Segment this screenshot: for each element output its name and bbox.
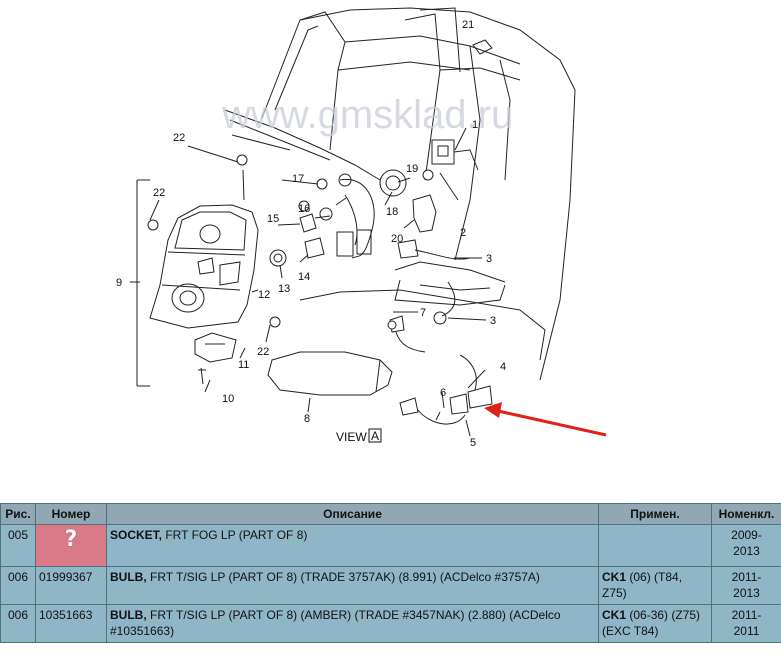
cell-description: BULB, FRT T/SIG LP (PART OF 8) (AMBER) (…: [106, 604, 599, 643]
cell-number-unknown[interactable]: ?: [35, 524, 107, 567]
callout: 22: [153, 187, 165, 199]
view-letter-box: [368, 428, 382, 443]
callout: 19: [406, 163, 418, 175]
part-detail: FRT FOG LP (PART OF 8): [162, 528, 308, 542]
callout: 3: [486, 253, 492, 265]
header-number[interactable]: Номер: [35, 503, 107, 525]
watermark: www.gmsklad.ru: [221, 93, 513, 137]
callout: 16: [298, 203, 310, 215]
callout: 4: [500, 361, 506, 373]
callout: 8: [304, 413, 310, 425]
callout: 11: [238, 359, 249, 371]
frame-line: [261, 11, 346, 151]
callout: 17: [292, 173, 304, 185]
callout: 1: [472, 119, 478, 131]
table-row[interactable]: 005 ? SOCKET, FRT FOG LP (PART OF 8) 200…: [0, 524, 781, 567]
callout: 9: [116, 277, 122, 289]
header-fig[interactable]: Рис.: [0, 503, 36, 525]
cell-fig: 006: [0, 604, 36, 643]
cell-fig: 006: [0, 566, 36, 605]
diagram-svg: www.gmsklad.ru 21 1 22 19 17 18 22 15 16…: [116, 7, 607, 449]
callout: 6: [440, 387, 446, 399]
header-nomenclature[interactable]: Номенкл.: [711, 503, 781, 525]
callout: 2: [460, 227, 466, 239]
callout: 14: [298, 271, 310, 283]
cell-application: CK1 (06) (T84, Z75): [598, 566, 712, 605]
callout: 10: [222, 393, 234, 405]
table-row[interactable]: 006 01999367 BULB, FRT T/SIG LP (PART OF…: [0, 566, 781, 605]
callout: 3: [490, 315, 496, 327]
callout: 18: [386, 206, 398, 218]
table-row[interactable]: 006 10351663 BULB, FRT T/SIG LP (PART OF…: [0, 604, 781, 643]
parts-diagram: www.gmsklad.ru 21 1 22 19 17 18 22 15 16…: [116, 7, 607, 449]
header-description[interactable]: Описание: [106, 503, 599, 525]
cell-description: SOCKET, FRT FOG LP (PART OF 8): [106, 524, 599, 567]
callout: 15: [267, 213, 279, 225]
part-name: BULB,: [110, 570, 147, 584]
red-arrow-icon: [484, 402, 607, 437]
question-mark-icon: ?: [64, 527, 78, 552]
cell-nomenclature: 2011- 2011: [711, 604, 781, 643]
view-label: VIEW: [336, 430, 367, 444]
part-name: BULB,: [110, 608, 147, 622]
header-application[interactable]: Примен.: [598, 503, 712, 525]
callout: 22: [173, 132, 185, 144]
cell-fig: 005: [0, 524, 36, 567]
cell-application: CK1 (06-36) (Z75) (EXC T84): [598, 604, 712, 643]
view-letter: A: [371, 429, 379, 443]
part-detail: FRT T/SIG LP (PART OF 8) (AMBER) (TRADE …: [110, 608, 561, 638]
cell-nomenclature: 2009- 2013: [711, 524, 781, 567]
cell-number[interactable]: 10351663: [35, 604, 107, 643]
part-name: SOCKET,: [110, 528, 163, 542]
callout: 22: [257, 346, 269, 358]
callout: 5: [470, 437, 476, 449]
cell-nomenclature: 2011- 2013: [711, 566, 781, 605]
parts-table: Рис. Номер Описание Примен. Номенкл. 005…: [0, 503, 781, 643]
callout: 20: [391, 233, 403, 245]
cell-number[interactable]: 01999367: [35, 566, 107, 605]
callout: 13: [278, 283, 290, 295]
part-detail: FRT T/SIG LP (PART OF 8) (TRADE 3757AK) …: [146, 570, 540, 584]
cell-application: [598, 524, 712, 567]
callout: 7: [420, 307, 426, 319]
cell-description: BULB, FRT T/SIG LP (PART OF 8) (TRADE 37…: [106, 566, 599, 605]
table-header-row: Рис. Номер Описание Примен. Номенкл.: [0, 503, 781, 525]
callout: 12: [258, 289, 270, 301]
callout-labels: 21 1 22 19 17 18 22 15 16 2 20 9 12 13 1…: [116, 19, 506, 449]
callout: 21: [462, 19, 474, 31]
